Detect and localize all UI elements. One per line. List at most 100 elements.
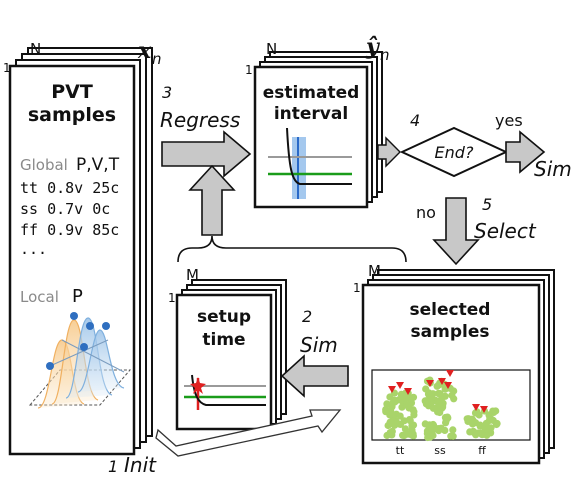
samples-title-line1: PVT — [51, 81, 93, 103]
global-row-tt: tt 0.8v 25c — [20, 179, 119, 197]
sample-dot — [424, 433, 432, 442]
sample-dot — [493, 419, 501, 428]
local-distribution-plot — [28, 312, 132, 409]
selected-sample-marker — [444, 382, 452, 389]
to-decision-arrow — [377, 136, 401, 168]
samples-index-label: 1 — [3, 61, 11, 75]
init-arrow — [155, 409, 342, 457]
sample-dot — [422, 385, 430, 393]
sample-dot — [464, 415, 473, 423]
sample-dot — [437, 424, 445, 432]
sample-dot — [435, 390, 443, 398]
setup-title-line1: setup — [197, 307, 251, 327]
samples-var-sub: n — [152, 50, 162, 68]
sample-dot — [429, 404, 437, 412]
corner-label-tt: tt — [396, 444, 405, 457]
selected-sample-marker — [438, 378, 446, 385]
corner-label-ss: ss — [434, 444, 446, 457]
init-step-number: 1 — [108, 457, 118, 476]
samples-title-line2: samples — [28, 104, 116, 126]
sample-dot — [382, 408, 390, 416]
select-step-number: 5 — [482, 195, 492, 214]
local-label: Local — [20, 288, 59, 306]
sample-dot — [484, 425, 492, 433]
sample-dot — [404, 430, 412, 438]
setup-index-label: 1 — [168, 291, 176, 305]
select-label: Select — [474, 219, 537, 243]
sample-dot — [402, 394, 410, 403]
sim-step-number: 2 — [302, 307, 312, 326]
global-vars: P,V,T — [76, 155, 120, 175]
selected-index-label: 1 — [353, 281, 361, 295]
selected-sample-marker — [404, 388, 412, 395]
interval-count-label: N — [266, 40, 277, 58]
sample-dot — [447, 432, 455, 440]
sample-dot — [477, 429, 485, 437]
sample-dot — [389, 417, 397, 425]
local-point — [46, 362, 54, 370]
global-row-ellipsis: ... — [20, 240, 47, 258]
sample-dot — [428, 393, 436, 401]
selected-samples-plot: tt ss ff — [371, 369, 531, 457]
sample-dot — [405, 416, 414, 424]
yes-label: yes — [495, 111, 523, 130]
sample-dot — [466, 428, 474, 436]
feedback-bracket — [177, 235, 407, 263]
sample-dot — [435, 400, 443, 408]
end-step-number: 4 — [410, 111, 420, 130]
global-row-ff: ff 0.9v 85c — [20, 221, 119, 239]
regress-step-number: 3 — [162, 83, 172, 102]
local-point — [70, 312, 78, 320]
sample-dot — [396, 412, 404, 420]
sample-dot — [428, 424, 436, 432]
pvt-samples-stack: N 1 x n PVT samples Global P,V,T tt 0.8v… — [3, 38, 162, 456]
interval-title-line1: estimated — [263, 83, 360, 103]
sample-dot — [396, 420, 405, 428]
setup-time-stack: M 1 setup time — [168, 266, 287, 431]
selected-sample-marker — [480, 406, 488, 413]
sample-dot — [482, 419, 490, 427]
corner-label-ff: ff — [478, 444, 486, 457]
sample-dot — [410, 411, 418, 419]
setup-mini-plot — [184, 374, 266, 410]
interval-mini-plot — [268, 127, 352, 199]
global-row-ss: ss 0.7v 0c — [20, 200, 110, 218]
sample-dot — [433, 382, 441, 390]
selected-count-label: M — [368, 262, 381, 280]
sample-dot — [473, 408, 481, 416]
interval-title-line2: interval — [274, 104, 348, 124]
selected-sample-marker — [426, 380, 434, 387]
regress-arrow — [161, 130, 252, 178]
sample-dot — [421, 420, 429, 428]
no-label: no — [416, 203, 436, 222]
sample-dot — [388, 427, 396, 435]
sample-dot — [442, 416, 450, 425]
sample-dot — [403, 401, 411, 409]
interval-var: ŷ — [365, 34, 381, 60]
sim-arrow — [280, 354, 349, 398]
selected-title-line2: samples — [411, 322, 490, 342]
samples-var: x — [137, 38, 152, 64]
setup-red-marker — [190, 377, 206, 394]
sample-dot — [383, 400, 391, 408]
sample-dot — [492, 407, 500, 415]
setup-title-line2: time — [202, 330, 245, 350]
local-point — [80, 343, 88, 351]
final-sim-label: Sim — [534, 157, 572, 181]
yes-arrow — [505, 130, 546, 174]
selected-sample-marker — [388, 386, 396, 393]
end-label: End? — [435, 143, 474, 162]
interval-index-label: 1 — [245, 63, 253, 77]
estimated-interval-stack: N 1 ŷ n estimated interval — [245, 34, 390, 209]
setup-count-label: M — [186, 266, 199, 284]
selected-samples-stack: M 1 selected samples tt ss ff — [353, 262, 555, 465]
selected-title-line1: selected — [410, 300, 491, 320]
select-arrow — [432, 197, 480, 266]
sample-dot — [409, 393, 418, 401]
global-label: Global — [20, 156, 68, 174]
samples-count-label: N — [30, 40, 41, 58]
sim-label: Sim — [300, 333, 338, 357]
regress-label: Regress — [160, 108, 240, 132]
selected-sample-marker — [396, 382, 404, 389]
